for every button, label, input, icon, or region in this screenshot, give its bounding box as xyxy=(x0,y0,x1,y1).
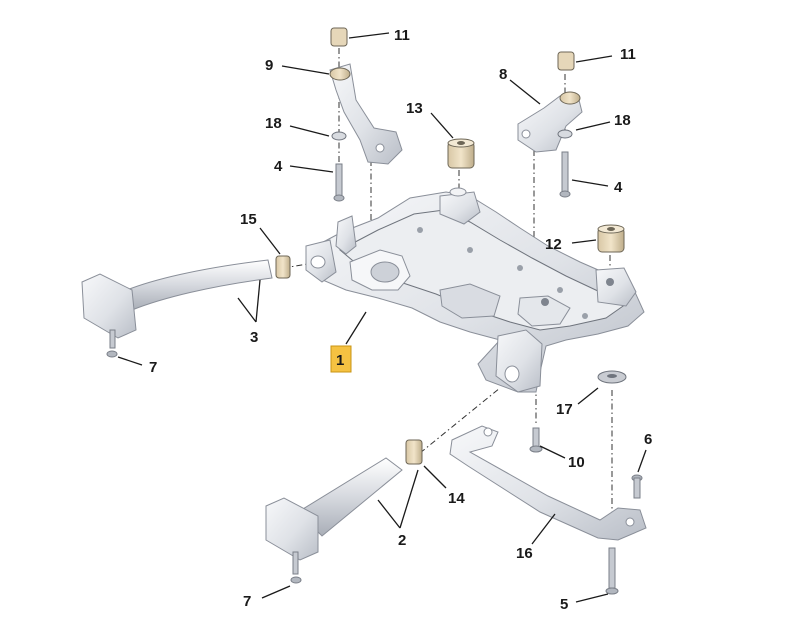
callout-11-left: 11 xyxy=(394,27,410,44)
callout-3: 3 xyxy=(250,329,258,346)
callout-9: 9 xyxy=(265,57,273,74)
front-subframe xyxy=(305,187,645,393)
callout-4-left: 4 xyxy=(274,158,283,175)
callout-8: 8 xyxy=(499,66,507,83)
callout-10: 10 xyxy=(568,454,585,471)
front-bushing-12 xyxy=(597,224,625,253)
bolt-5 xyxy=(605,547,619,595)
bolt-6 xyxy=(631,474,643,499)
callout-4-right: 4 xyxy=(614,179,623,196)
callout-7-upper: 7 xyxy=(149,359,157,376)
callout-18-right: 18 xyxy=(614,112,631,129)
callout-1: 1 xyxy=(336,352,344,369)
leader-lines xyxy=(117,32,647,603)
front-tube-assembly-2 xyxy=(265,439,423,584)
rear-tube-assembly-3 xyxy=(81,255,291,358)
right-mounting-bracket xyxy=(517,51,583,193)
callout-16: 16 xyxy=(516,545,533,562)
left-mounting-bracket xyxy=(329,27,403,197)
callout-15: 15 xyxy=(240,211,257,228)
callout-labels: 1 11 9 18 4 13 8 11 18 4 12 15 3 7 17 10… xyxy=(149,27,652,613)
rear-bushing-13 xyxy=(447,138,475,169)
callout-12: 12 xyxy=(545,236,562,253)
callout-5: 5 xyxy=(560,596,568,613)
washer-17 xyxy=(597,370,627,384)
callout-14: 14 xyxy=(448,490,465,507)
callout-17: 17 xyxy=(556,401,573,418)
callout-18-left: 18 xyxy=(265,115,282,132)
callout-2: 2 xyxy=(398,532,406,549)
callout-13: 13 xyxy=(406,100,423,117)
bolt-10 xyxy=(529,427,543,453)
highlight-badge xyxy=(330,345,352,373)
support-bar-16 xyxy=(449,425,647,541)
callout-7-lower: 7 xyxy=(243,593,251,610)
bolts-4 xyxy=(333,190,571,202)
callout-6: 6 xyxy=(644,431,652,448)
callout-11-right: 11 xyxy=(620,46,636,63)
